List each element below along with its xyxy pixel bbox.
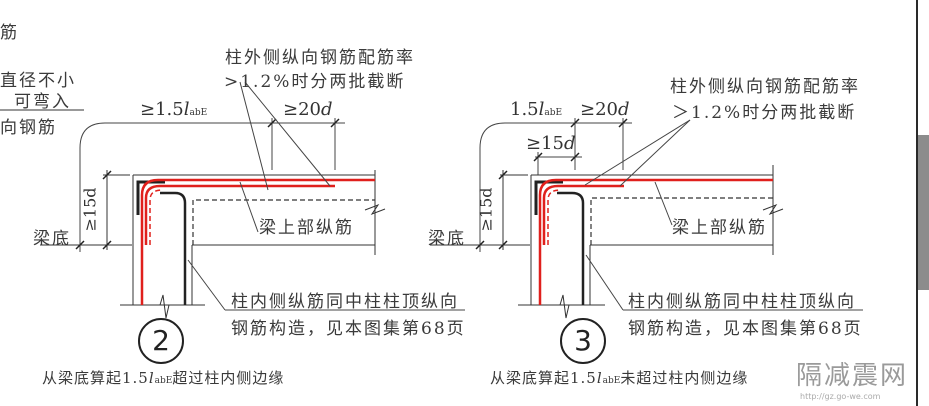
left-fragment-line1: 筋: [0, 23, 19, 43]
caption-sub: abE: [602, 376, 621, 386]
detail3-inner-rebar-line2: 钢筋构造，见本图集第68页: [628, 319, 863, 339]
dim-length-symbol: l: [538, 99, 545, 120]
left-fragment-line4: 向钢筋: [0, 118, 57, 138]
detail3-beam-bottom-label: 梁底: [428, 229, 466, 249]
dim-length-value: 1.5: [510, 99, 539, 120]
detail2-beam-top-rebar-label: 梁上部纵筋: [259, 218, 354, 238]
dim-15d-value: ≥15: [526, 133, 564, 154]
detail2-callout-line2: >1.2%时分两批截断: [224, 72, 406, 92]
detail2-dim-20d: ≥20d: [283, 99, 333, 120]
caption-sub: abE: [154, 376, 173, 386]
detail3-dim-15d-horizontal: ≥15d: [526, 133, 576, 154]
detail3-beam-top-rebar-label: 梁上部纵筋: [672, 218, 767, 238]
detail2-dim-length: ≥1.5labE: [140, 99, 207, 120]
dim-20d-symbol: d: [618, 99, 630, 120]
detail3-caption: 从梁底算起1.5labE未超过柱内侧边缘: [490, 367, 748, 388]
detail2-callout-line1: 柱外侧纵向钢筋配筋率: [225, 48, 415, 68]
page-frame-border: [916, 0, 918, 406]
dim-20d-value: ≥20: [283, 99, 321, 120]
page-edge-gray-tab: [918, 135, 929, 290]
detail3-dim-20d: ≥20d: [580, 99, 630, 120]
detail3-dim-length: 1.5labE: [510, 99, 562, 120]
detail2-inner-rebar-line2: 钢筋构造，见本图集第68页: [231, 319, 466, 339]
detail-3-drawing: [430, 118, 863, 319]
dim-length-symbol: l: [183, 99, 190, 120]
left-fragment-line3: 可弯入: [14, 92, 71, 112]
detail2-dim-15d-vertical: ≥15d: [80, 187, 100, 232]
detail3-callout-line2: ＞1.2%时分两批截断: [672, 103, 857, 123]
dim-length-sub: abE: [189, 108, 208, 118]
watermark-logo-text: 隔减震网: [796, 361, 909, 391]
dim-length-sub: abE: [544, 108, 563, 118]
caption-symbol: l: [148, 369, 155, 387]
caption-pre: 从梁底算起1.5: [42, 369, 149, 387]
detail3-number-badge: 3: [560, 318, 606, 364]
dim-20d-value: ≥20: [580, 99, 618, 120]
dim-length-value: ≥1.5: [140, 99, 184, 120]
detail2-number-badge: 2: [138, 318, 184, 364]
caption-post: 未超过柱内侧边缘: [620, 369, 749, 387]
detail3-callout-line1: 柱外侧纵向钢筋配筋率: [670, 77, 860, 97]
detail3-dim-15d-vertical: ≥15d: [476, 187, 496, 232]
detail3-inner-rebar-line1: 柱内侧纵筋同中柱柱顶纵向: [628, 292, 856, 312]
detail2-inner-rebar-line1: 柱内侧纵筋同中柱柱顶纵向: [231, 292, 459, 312]
detail-2-drawing: [40, 81, 465, 319]
caption-post: 超过柱内侧边缘: [172, 369, 285, 387]
dim-20d-symbol: d: [321, 99, 333, 120]
caption-pre: 从梁底算起1.5: [490, 369, 597, 387]
detail2-caption: 从梁底算起1.5labE超过柱内侧边缘: [42, 367, 284, 388]
dim-15d-symbol: d: [564, 133, 576, 154]
detail2-beam-bottom-label: 梁底: [33, 229, 71, 249]
caption-symbol: l: [596, 369, 603, 387]
left-fragment-line2: 直径不小: [0, 71, 76, 91]
watermark-url: http://gz.go-we.com: [800, 392, 881, 401]
